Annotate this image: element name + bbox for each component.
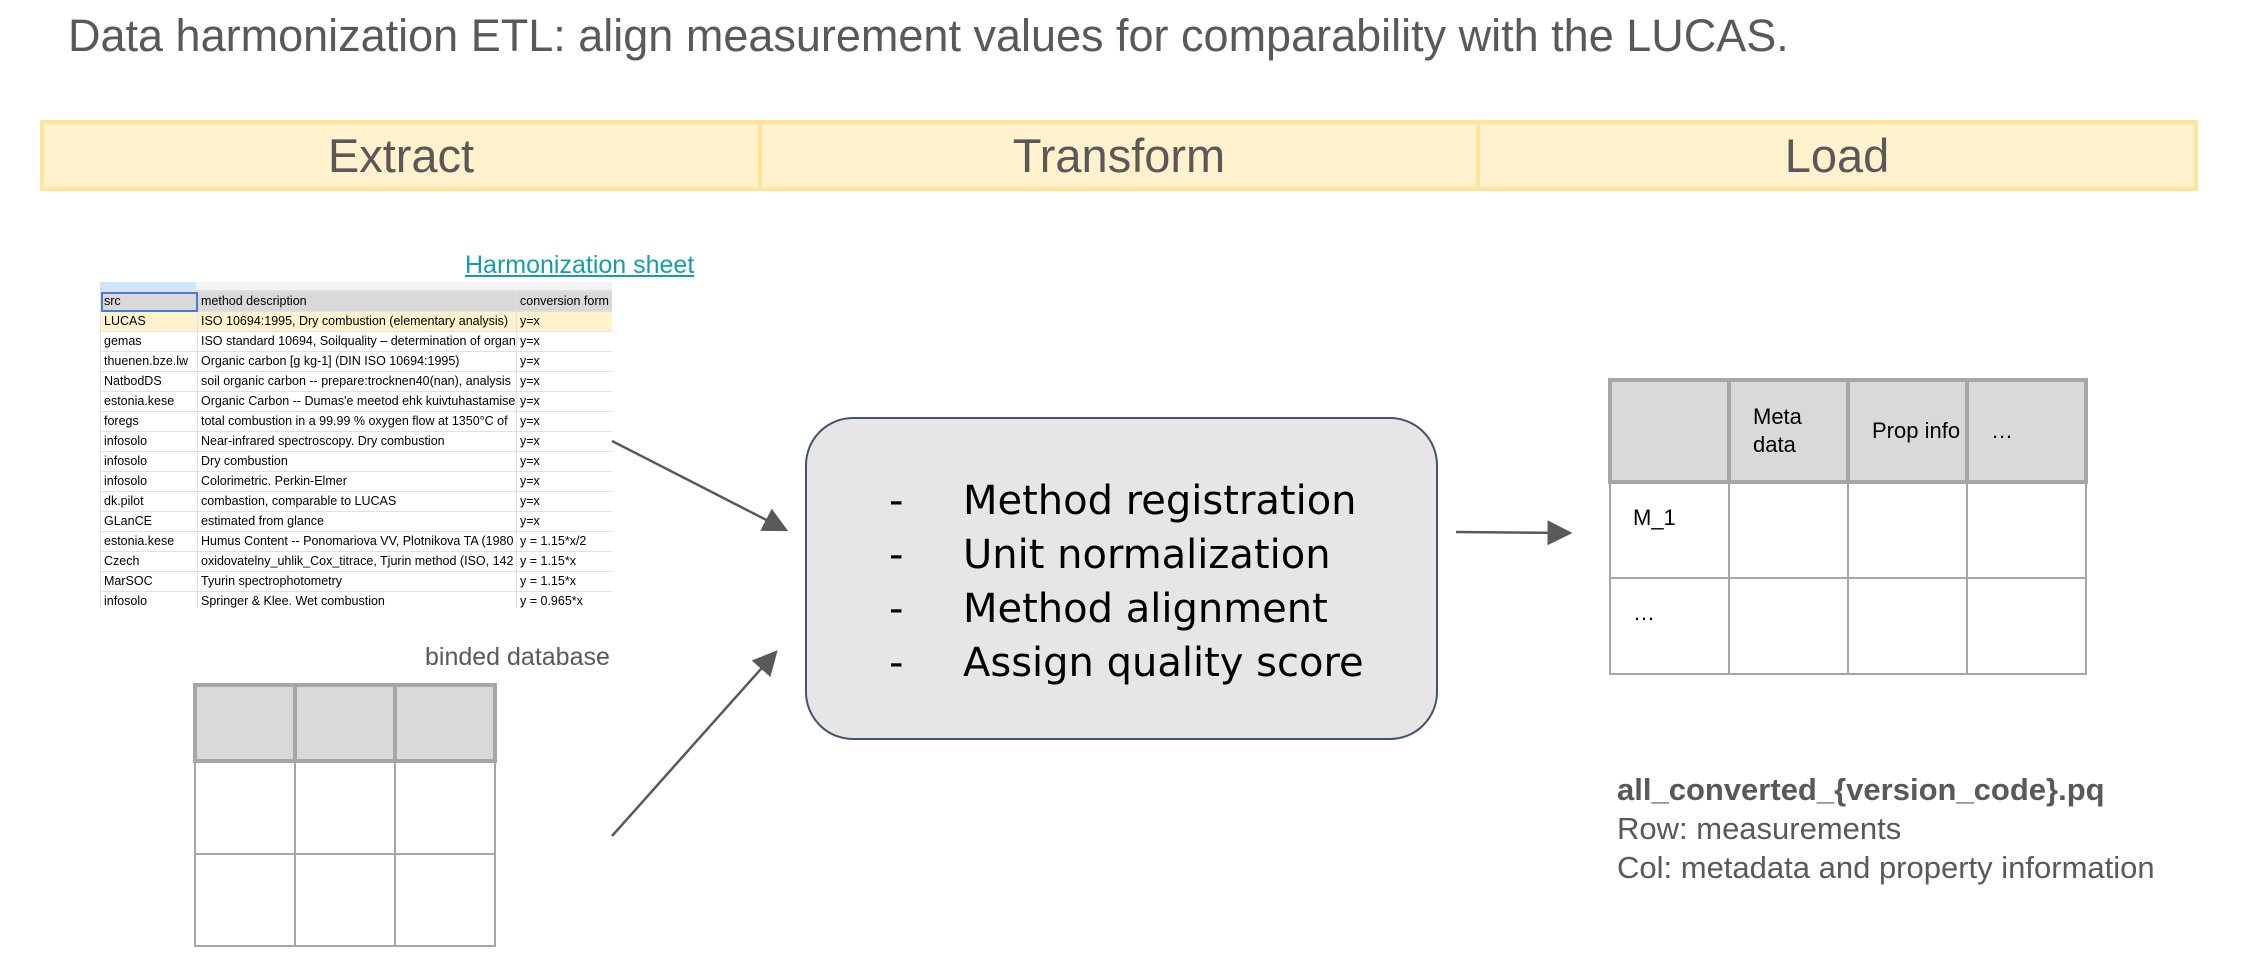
etl-stage-bar: Extract Transform Load <box>40 120 2198 191</box>
sheet-cell: Humus Content -- Ponomariova VV, Plotnik… <box>197 531 517 552</box>
sheet-cell: Springer & Klee. Wet combustion <box>197 591 517 608</box>
sheet-cell: thuenen.bze.lw <box>100 351 198 372</box>
sheet-cell: Colorimetric. Perkin-Elmer <box>197 471 517 492</box>
output-cell <box>1728 577 1849 675</box>
sheet-cell: y=x <box>516 451 612 472</box>
harmonization-sheet-link[interactable]: Harmonization sheet <box>465 251 695 279</box>
stage-transform: Transform <box>762 124 1480 187</box>
output-header-cell: Prop info <box>1846 378 1969 484</box>
output-table: Meta data Prop info … M_1 … <box>1608 378 2088 675</box>
transform-steps-list: -Method registration -Unit normalization… <box>889 474 1364 690</box>
binded-database-label: binded database <box>425 643 610 671</box>
output-header-cell: Meta data <box>1727 378 1850 484</box>
sheet-cell: y=x <box>516 311 612 332</box>
sheet-cell: conversion form <box>516 291 612 312</box>
sheet-cell: infosolo <box>100 591 198 608</box>
page-title: Data harmonization ETL: align measuremen… <box>68 10 1789 61</box>
sheet-cell: foregs <box>100 411 198 432</box>
output-header-cell <box>1608 378 1731 484</box>
output-header-cell: … <box>1965 378 2088 484</box>
output-col-desc: Col: metadata and property information <box>1617 850 2155 885</box>
arrow-transform-to-output <box>1455 520 1573 546</box>
sheet-cell: ISO 10694:1995, Dry combustion (elementa… <box>197 311 517 332</box>
output-cell: … <box>1609 577 1730 675</box>
sheet-cell: method description <box>197 291 517 312</box>
transform-step: -Method alignment <box>889 586 1328 632</box>
sheet-cell: Organic Carbon -- Dumas'e meetod ehk kui… <box>197 391 517 412</box>
sheet-cell: y=x <box>516 411 612 432</box>
output-description: all_converted_{version_code}.pq Row: mea… <box>1617 770 2155 887</box>
sheet-cell: y=x <box>516 391 612 412</box>
transform-step: -Method registration <box>889 478 1357 524</box>
output-filename: all_converted_{version_code}.pq <box>1617 772 2105 807</box>
sheet-cell: y = 0.965*x <box>516 591 612 608</box>
transform-step: -Unit normalization <box>889 532 1331 578</box>
output-cell <box>1728 481 1849 579</box>
sheet-cell: src <box>100 291 198 312</box>
output-cell <box>1847 577 1968 675</box>
output-cell: M_1 <box>1609 481 1730 579</box>
stage-load: Load <box>1784 129 1890 182</box>
sheet-cell: Organic carbon [g kg-1] (DIN ISO 10694:1… <box>197 351 517 372</box>
stage-extract: Extract <box>44 124 762 187</box>
transform-steps-box: -Method registration -Unit normalization… <box>805 417 1438 740</box>
sheet-cell: infosolo <box>100 431 198 452</box>
sheet-cell: y = 1.15*x <box>516 571 612 592</box>
sheet-cell: soil organic carbon -- prepare:trocknen4… <box>197 371 517 392</box>
sheet-cell: estimated from glance <box>197 511 517 532</box>
output-cell <box>1966 577 2087 675</box>
binded-database-table <box>193 683 497 947</box>
sheet-cell: LUCAS <box>100 311 198 332</box>
sheet-cell: y = 1.15*x <box>516 551 612 572</box>
transform-step: -Assign quality score <box>889 640 1364 686</box>
output-cell <box>1847 481 1968 579</box>
sheet-cell: Near-infrared spectroscopy. Dry combusti… <box>197 431 517 452</box>
arrow-db-to-transform <box>611 650 778 837</box>
arrow-sheet-to-transform <box>611 439 789 532</box>
output-row-desc: Row: measurements <box>1617 811 1902 846</box>
output-cell <box>1966 481 2087 579</box>
